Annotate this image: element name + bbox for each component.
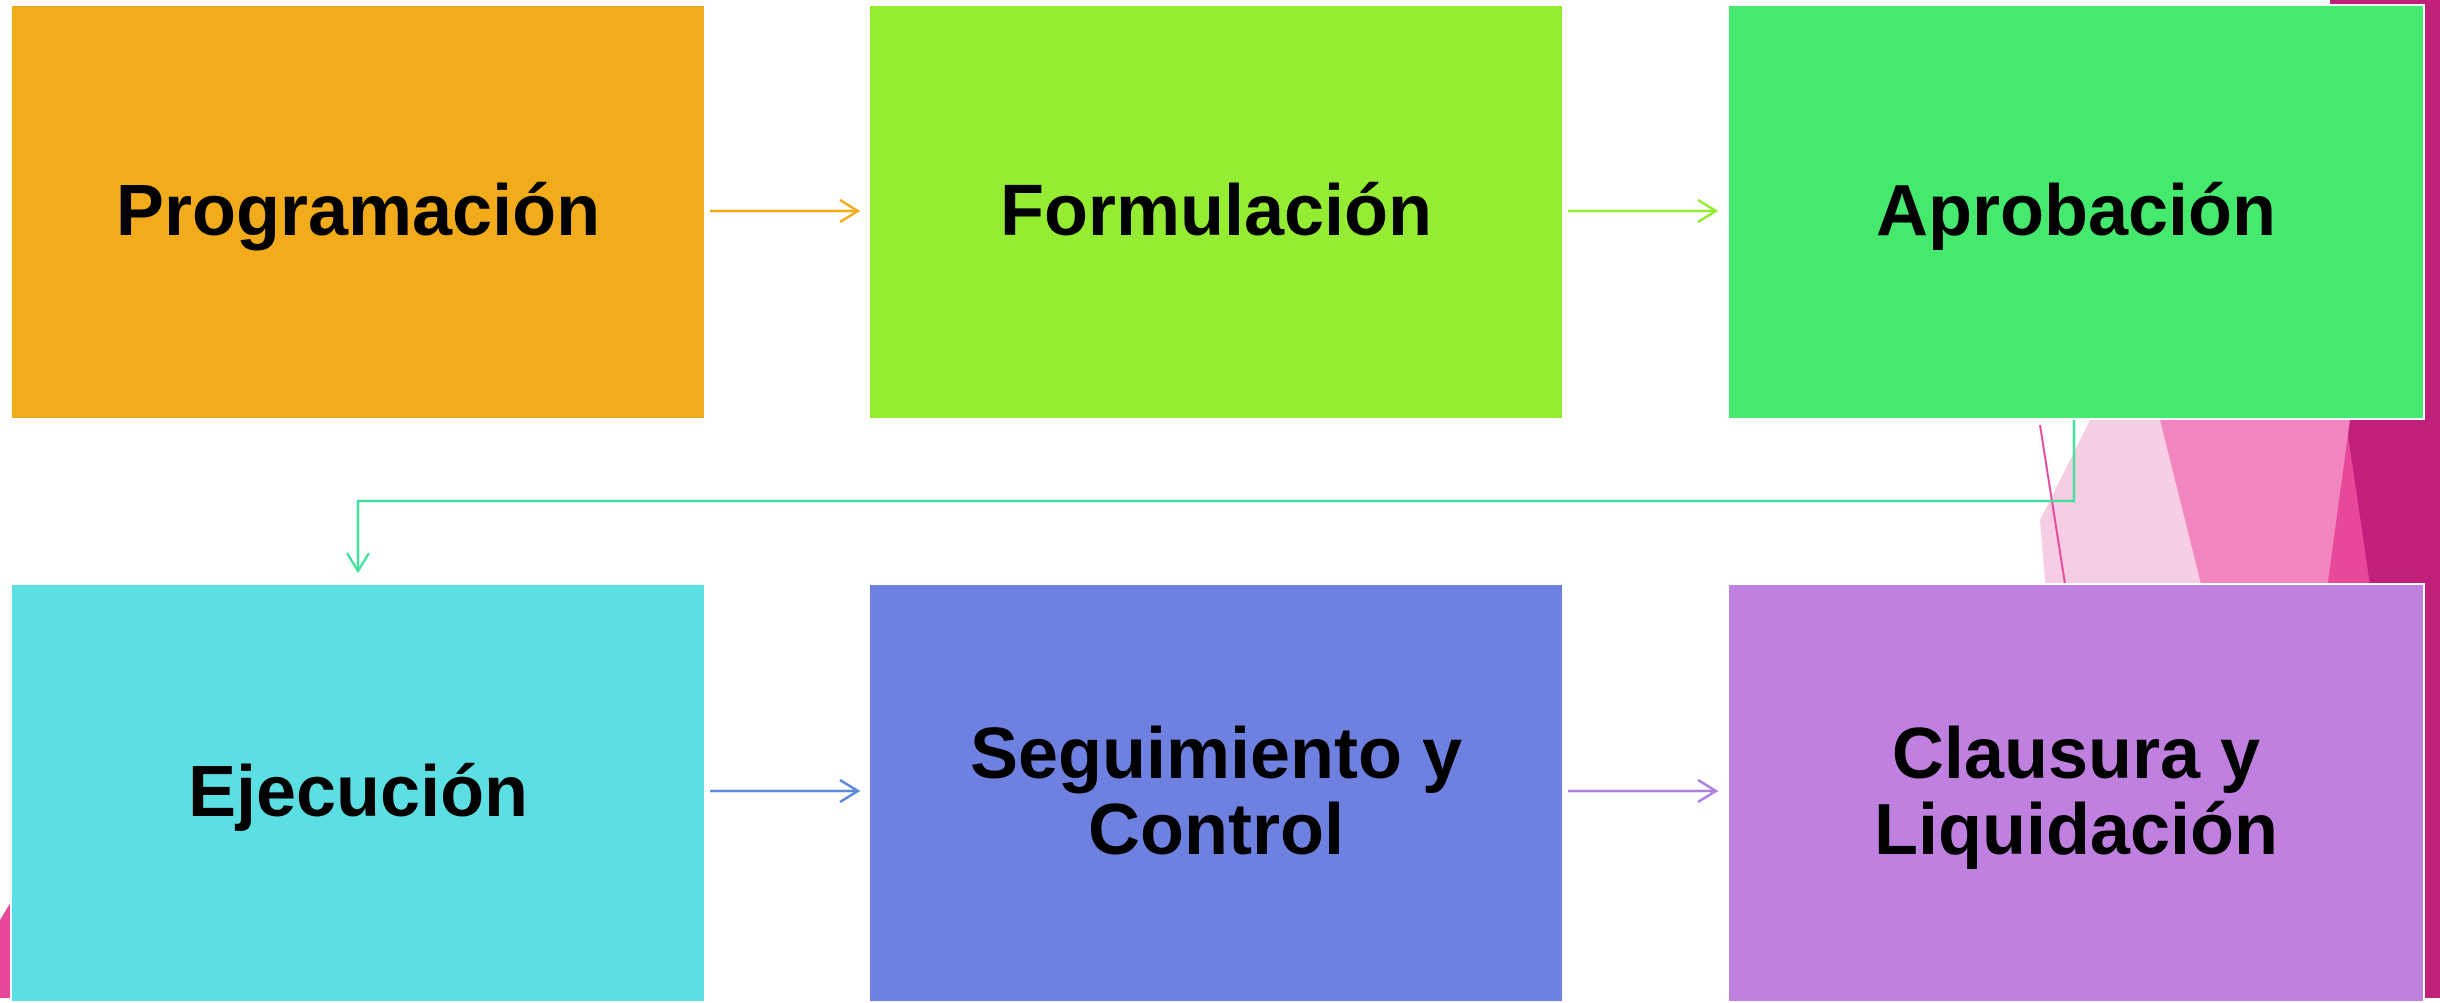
step-label: Ejecución — [187, 752, 529, 833]
step-seguimiento: Seguimiento y Control — [868, 583, 1564, 1003]
deco-left-facet — [0, 900, 12, 998]
step-label: Programación — [115, 171, 601, 252]
arrow-seguimiento-clausura — [1568, 778, 1719, 804]
step-ejecucion: Ejecución — [10, 583, 706, 1003]
step-label: Seguimiento y Control — [969, 714, 1463, 870]
step-clausura: Clausura y Liquidación — [1727, 583, 2425, 1003]
step-formulacion: Formulación — [868, 4, 1564, 420]
step-programacion: Programación — [10, 4, 706, 420]
arrow-formulacion-aprobacion — [1568, 198, 1719, 224]
arrow-programacion-formulacion — [710, 198, 861, 224]
step-label: Clausura y Liquidación — [1874, 714, 2278, 870]
arrow-aprobacion-ejecucion — [345, 420, 2076, 574]
deco-pink-line — [2039, 424, 2067, 591]
arrow-ejecucion-seguimiento — [710, 778, 861, 804]
step-label: Aprobación — [1875, 171, 2276, 252]
step-aprobacion: Aprobación — [1727, 4, 2425, 420]
step-label: Formulación — [999, 171, 1433, 252]
